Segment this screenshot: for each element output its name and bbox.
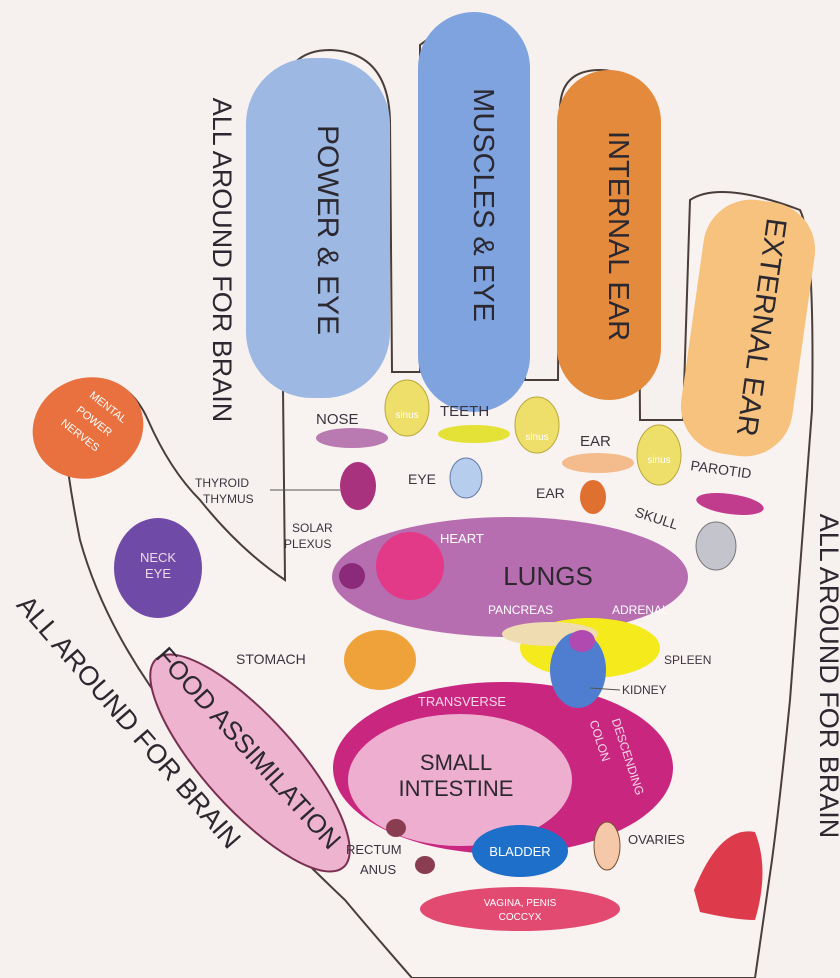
neck-eye-label: EYE	[145, 566, 171, 581]
plexus-label: PLEXUS	[284, 537, 331, 551]
sinus-2-label: sinus	[525, 432, 548, 443]
anus-shape	[415, 856, 435, 874]
kidney-label: KIDNEY	[622, 683, 667, 697]
margin-left-top: ALL AROUND FOR BRAIN	[207, 98, 237, 423]
finger-index-label: POWER & EYE	[311, 125, 344, 335]
sinus-2	[515, 397, 559, 453]
ovaries-shape	[594, 822, 620, 870]
sinus-1-label: sinus	[395, 410, 418, 421]
teeth-shape	[438, 425, 510, 443]
eye-label: EYE	[408, 471, 436, 487]
sinus-3-label: sinus	[647, 455, 670, 466]
spleen-label: SPLEEN	[664, 653, 711, 667]
solar-plexus-shape	[339, 563, 365, 589]
stomach-label: STOMACH	[236, 651, 306, 667]
rectum-shape	[386, 819, 406, 837]
ear-shape	[580, 480, 606, 514]
heart-shape	[376, 532, 444, 600]
anus-label: ANUS	[360, 862, 396, 877]
ear-label: EAR	[536, 485, 565, 501]
thymus-label: THYMUS	[203, 492, 254, 506]
nose-shape	[316, 428, 388, 448]
transverse-label: TRANSVERSE	[418, 694, 506, 709]
lungs-label: LUNGS	[503, 561, 593, 591]
nose-label: NOSE	[316, 411, 359, 428]
rectum-label: RECTUM	[346, 842, 402, 857]
ovaries-label: OVARIES	[628, 832, 685, 847]
teeth-label: TEETH	[440, 403, 489, 420]
eye-shape	[450, 458, 482, 498]
neck-label: NECK	[140, 550, 176, 565]
stomach-shape	[344, 630, 416, 690]
pancreas-label: PANCREAS	[488, 603, 553, 617]
adrenal-label: ADRENAL	[612, 603, 669, 617]
vagina-label: VAGINA, PENIS	[484, 898, 557, 909]
skull-shape	[696, 522, 736, 570]
solar-label: SOLAR	[292, 521, 333, 535]
ear-top-shape	[562, 453, 634, 473]
coccyx-label: COCCYX	[499, 912, 542, 923]
vagina-penis-coccyx-shape	[420, 887, 620, 931]
intestine-label: INTESTINE	[399, 776, 514, 801]
adrenal-shape	[569, 630, 595, 652]
margin-right: ALL AROUND FOR BRAIN	[814, 514, 840, 839]
bladder-label: BLADDER	[489, 844, 550, 859]
heart-label: HEART	[440, 531, 484, 546]
thyroid-shape	[340, 462, 376, 510]
finger-middle-label: MUSCLES & EYE	[467, 88, 499, 322]
sinus-1	[385, 380, 429, 436]
small-label: SMALL	[420, 750, 492, 775]
thyroid-label: THYROID	[195, 476, 249, 490]
finger-ring-label: INTERNAL EAR	[602, 131, 634, 341]
ear-top-label: EAR	[580, 433, 611, 450]
